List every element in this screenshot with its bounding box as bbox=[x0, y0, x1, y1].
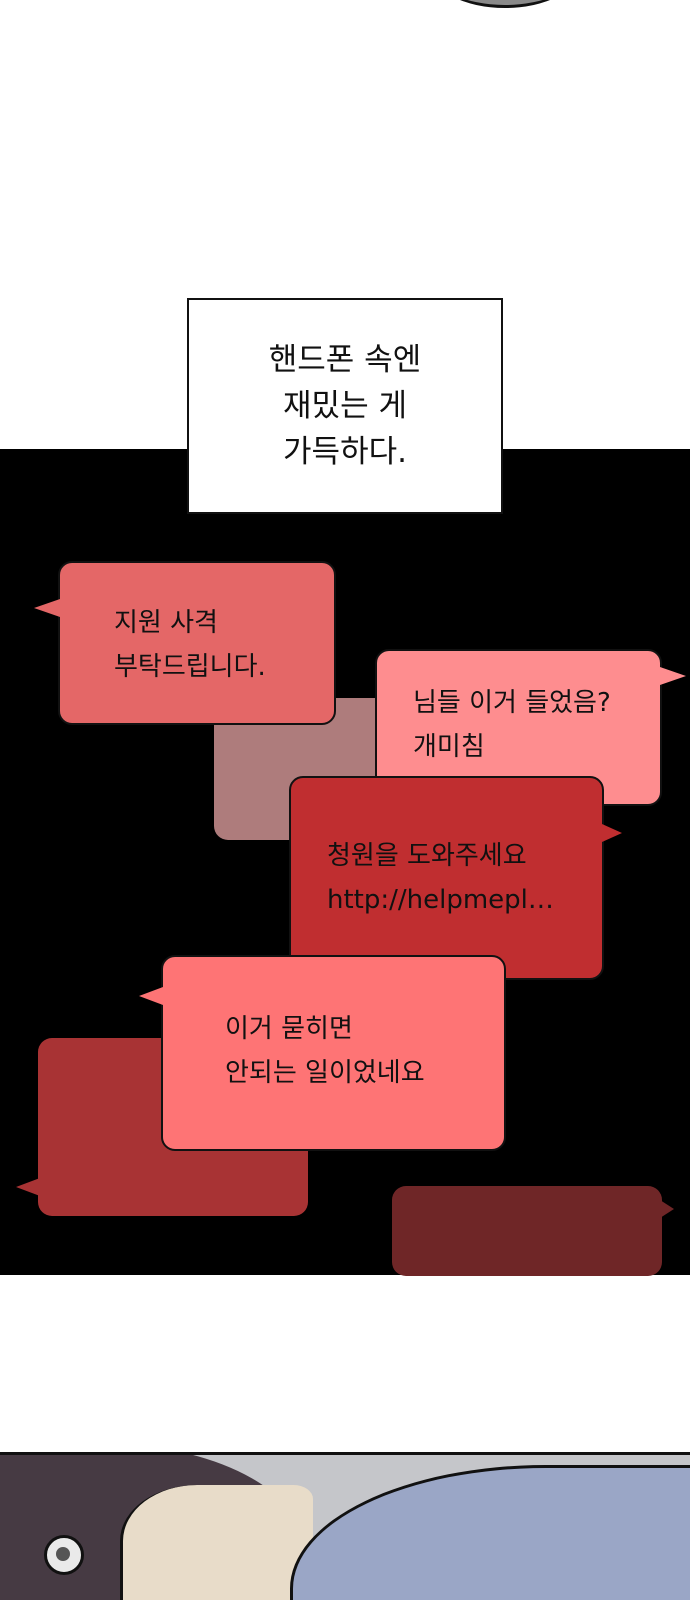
bubble-tail bbox=[660, 667, 686, 685]
narration-box: 핸드폰 속엔 재밌는 게 가득하다. bbox=[187, 298, 503, 514]
character-illustration bbox=[0, 1452, 690, 1600]
bubble-tail bbox=[16, 1178, 40, 1196]
bubble-tail bbox=[660, 1200, 674, 1218]
chat-bubble-text: 이거 묻히면 안되는 일이었네요 bbox=[225, 1014, 425, 1088]
chat-bubble-coral: 지원 사격 부탁드립니다. bbox=[34, 561, 336, 725]
chat-bubble-text: 님들 이거 들었음? 개미침 bbox=[413, 688, 611, 762]
bubble-tail bbox=[34, 599, 60, 617]
bubble-tail bbox=[139, 987, 163, 1005]
chat-bubble-dark bbox=[392, 1186, 674, 1276]
top-panel-edge bbox=[430, 0, 580, 8]
chat-bubble-salmon: 이거 묻히면 안되는 일이었네요 bbox=[139, 955, 506, 1151]
narration-text: 핸드폰 속엔 재밌는 게 가득하다. bbox=[268, 342, 422, 470]
chat-bubble-text: 청원을 도와주세요 http://helpmepl… bbox=[327, 841, 554, 915]
chat-bubble-text: 지원 사격 부탁드립니다. bbox=[114, 608, 266, 682]
bubble-tail bbox=[602, 824, 622, 842]
chat-bubble-red: 청원을 도와주세요 http://helpmepl… bbox=[289, 776, 622, 980]
character-eye-icon bbox=[44, 1535, 84, 1575]
character-sleeve bbox=[290, 1465, 690, 1600]
character-face bbox=[120, 1485, 313, 1600]
